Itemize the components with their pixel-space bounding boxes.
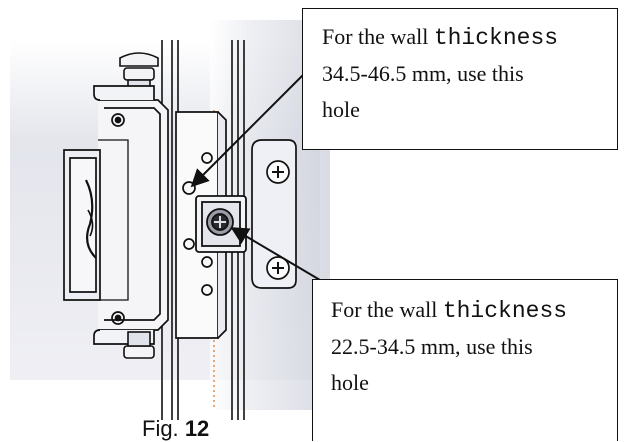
screw-icon	[123, 331, 155, 359]
clamp-block	[195, 195, 247, 253]
instruction-word: use	[466, 334, 496, 359]
callout-thickness-word: thickness	[442, 298, 568, 324]
caption-number: 12	[184, 416, 210, 441]
figure-caption: Fig. 12	[142, 416, 209, 442]
thickness-range: 34.5-46.5	[322, 61, 407, 86]
instruction-word: this	[500, 334, 533, 359]
callout-lower-hole: For the wall thickness 22.5-34.5 mm, use…	[312, 279, 618, 441]
callout-hole-word: hole	[331, 370, 369, 395]
leader-arrow-icon	[230, 227, 321, 281]
phillips-screw-icon	[266, 160, 290, 184]
callout-thickness-word: thickness	[433, 25, 559, 51]
callout-prefix: For the wall	[331, 297, 438, 322]
bracket-body	[63, 85, 169, 345]
callout-hole-word: hole	[322, 97, 360, 122]
side-flange	[251, 139, 297, 289]
caption-prefix: Fig.	[142, 416, 179, 441]
thickness-range: 22.5-34.5	[331, 334, 416, 359]
callout-upper-hole: For the wall thickness 34.5-46.5 mm, use…	[302, 8, 618, 150]
leader-arrow-icon	[190, 59, 319, 188]
instruction-word: use	[457, 61, 487, 86]
phillips-screw-icon	[266, 256, 290, 280]
instruction-word: this	[491, 61, 524, 86]
callout-prefix: For the wall	[322, 24, 429, 49]
unit-text: mm,	[411, 61, 452, 86]
unit-text: mm,	[420, 334, 461, 359]
